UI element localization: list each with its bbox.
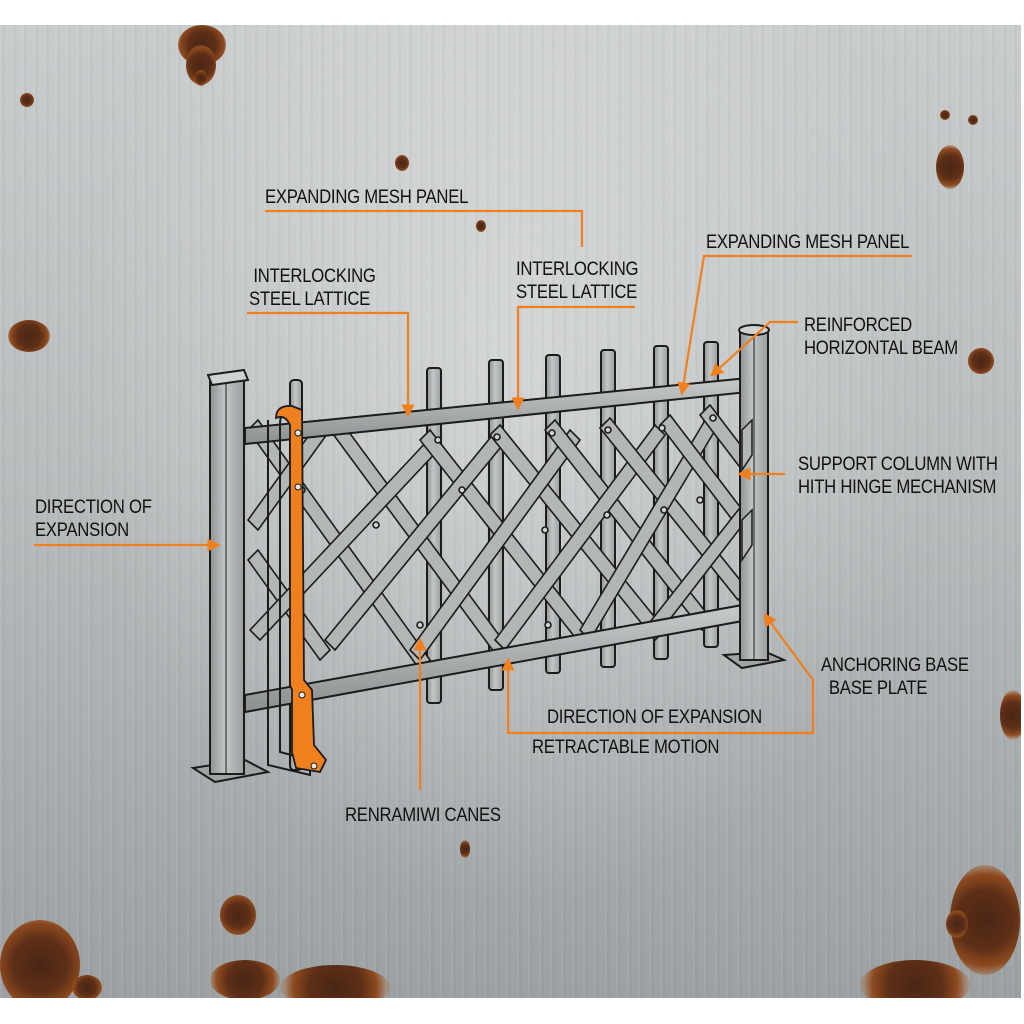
rust-spot — [968, 348, 994, 374]
label-anchoring-base: ANCHORING BASE BASE PLATE — [821, 654, 969, 700]
label-line: ANCHORING BASE — [821, 655, 969, 676]
label-retractable-motion: RETRACTABLE MOTION — [532, 736, 720, 759]
rust-spot — [395, 155, 409, 171]
label-line: REINFORCED — [804, 315, 912, 336]
label-support-column: SUPPORT COLUMN WITH HITH HINGE MECHANISM — [798, 453, 998, 499]
label-expanding-mesh-panel-top: EXPANDING MESH PANEL — [265, 186, 468, 209]
label-direction-left: DIRECTION OF EXPANSION — [35, 496, 152, 542]
orange-locking-strap — [275, 405, 328, 773]
label-line: INTERLOCKING — [253, 266, 376, 287]
label-reinforced-horizontal-beam: REINFORCED HORIZONTAL BEAM — [804, 314, 958, 360]
label-line: EXPANSION — [35, 520, 129, 541]
label-line: EXPANDING MESH PANEL — [706, 232, 910, 253]
label-expanding-mesh-panel-right: EXPANDING MESH PANEL — [706, 231, 909, 254]
label-line: RENRAMIWI CANES — [345, 805, 501, 826]
leader-expanding-mesh-right — [677, 254, 912, 396]
rust-spot — [210, 960, 280, 998]
leader-interlocking-left — [247, 311, 415, 418]
interlocking-steel-lattice — [246, 403, 760, 672]
label-line: RETRACTABLE MOTION — [532, 737, 720, 758]
rust-spot — [72, 975, 102, 998]
label-line: STEEL LATTICE — [249, 289, 371, 310]
label-line: INTERLOCKING — [516, 259, 639, 280]
rust-spot — [946, 910, 968, 938]
leader-lines — [34, 209, 912, 790]
rust-spot — [460, 840, 470, 858]
rust-spot — [1000, 690, 1021, 740]
rust-spot — [860, 960, 970, 998]
label-canes: RENRAMIWI CANES — [345, 804, 501, 827]
label-line: DIRECTION OF EXPANSION — [547, 707, 762, 728]
rust-spot — [8, 320, 50, 352]
rust-spot — [476, 220, 486, 232]
label-interlocking-lattice-left: INTERLOCKING STEEL LATTICE — [249, 265, 376, 311]
rust-spot — [936, 145, 964, 189]
rust-spot — [0, 920, 80, 998]
left-support-post — [190, 368, 272, 784]
leader-expanding-mesh-top — [265, 209, 584, 247]
leader-interlocking-center — [511, 305, 635, 411]
rust-spot — [968, 115, 978, 125]
rust-spot — [280, 965, 390, 998]
rust-spot — [940, 110, 950, 120]
leader-reinforced-beam — [710, 320, 798, 377]
label-line: HITH HINGE MECHANISM — [798, 477, 997, 498]
rust-spot — [195, 70, 207, 86]
label-interlocking-lattice-center: INTERLOCKING STEEL LATTICE — [516, 258, 639, 304]
rust-spot — [20, 93, 34, 107]
label-line: BASE PLATE — [828, 678, 928, 699]
label-line: HORIZONTAL BEAM — [804, 338, 958, 359]
leader-direction-bottom — [501, 657, 813, 735]
rust-spot — [220, 895, 256, 935]
label-line: SUPPORT COLUMN WITH — [798, 454, 998, 475]
label-line: STEEL LATTICE — [516, 282, 638, 303]
label-line: DIRECTION OF — [35, 497, 152, 518]
label-direction-bottom: DIRECTION OF EXPANSION — [547, 706, 762, 729]
label-line: EXPANDING MESH PANEL — [265, 187, 469, 208]
right-support-column — [721, 324, 788, 670]
